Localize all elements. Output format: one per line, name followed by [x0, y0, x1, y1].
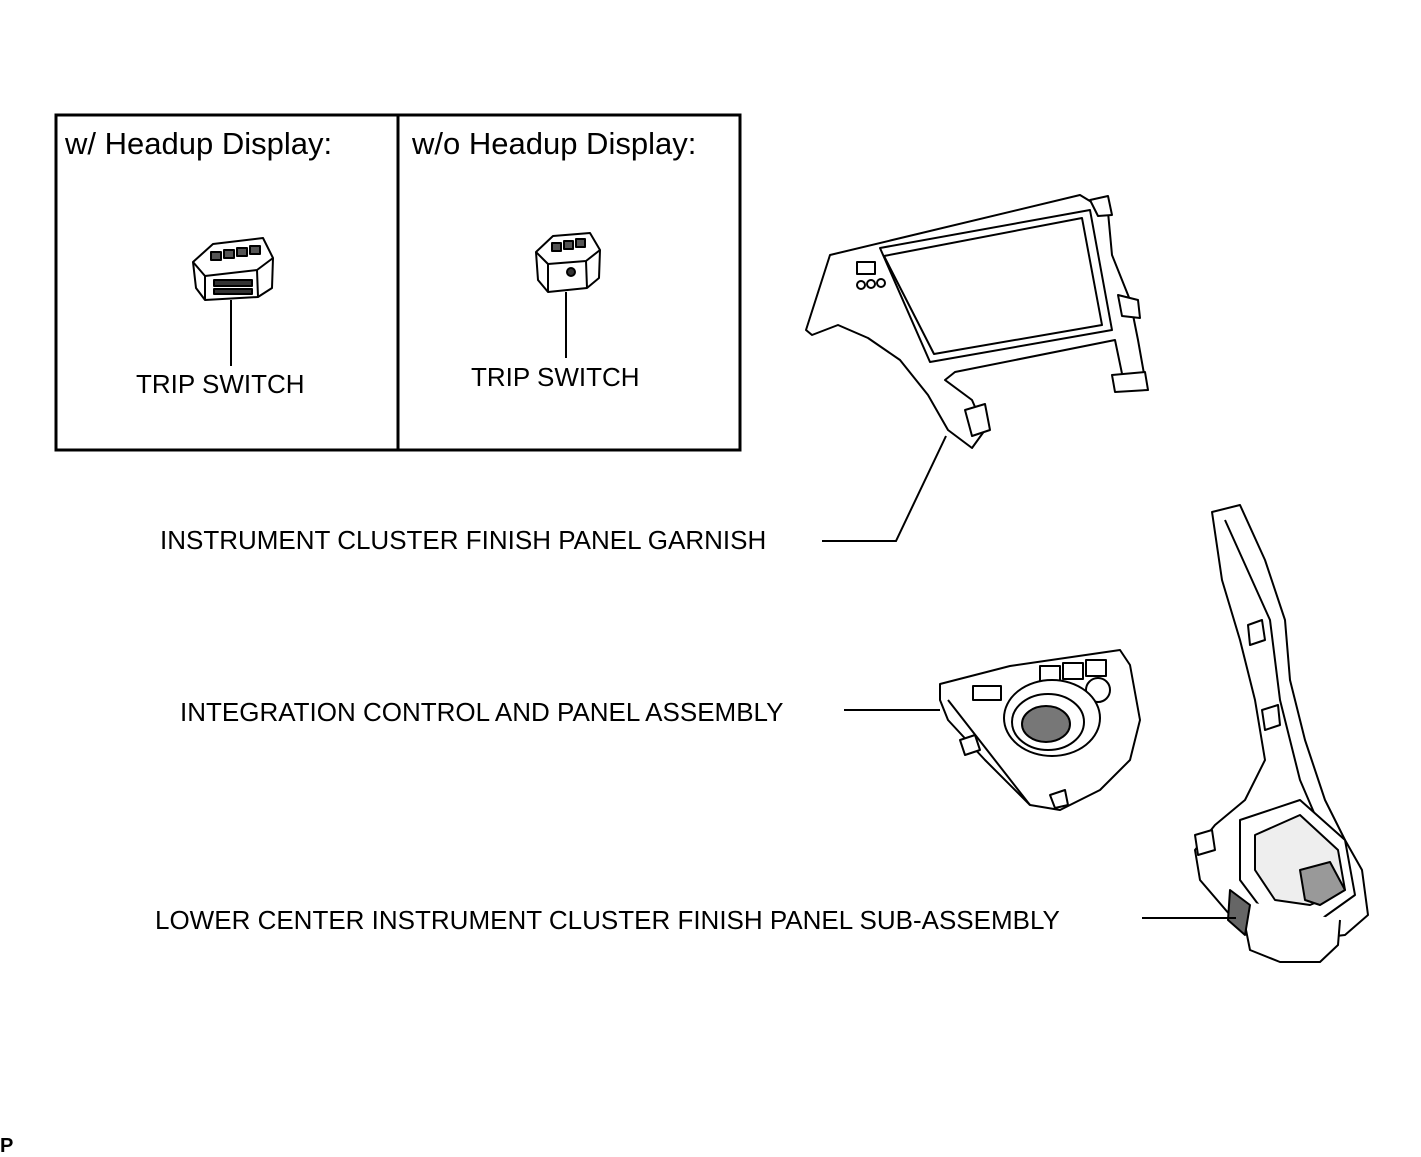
integration-control-panel-drawing [939, 649, 1141, 811]
with-hud-header: w/ Headup Display: [64, 126, 332, 161]
garnish-label: INSTRUMENT CLUSTER FINISH PANEL GARNISH [160, 525, 766, 555]
variant-inset: w/ Headup Display: w/o Headup Display: T… [54, 113, 742, 452]
lower-center-label: LOWER CENTER INSTRUMENT CLUSTER FINISH P… [155, 905, 1060, 935]
trip-switch-with-hud-drawing [192, 237, 274, 301]
without-hud-header: w/o Headup Display: [411, 126, 696, 161]
trip-switch-without-hud-drawing [535, 232, 601, 293]
trip-switch-with-hud-label: TRIP SWITCH [136, 369, 305, 399]
finish-panel-garnish-drawing [805, 194, 1149, 449]
corner-mark: P [0, 1135, 13, 1157]
lower-center-panel-drawing [1194, 504, 1369, 963]
garnish-leader [822, 435, 947, 542]
trip-switch-without-hud-label: TRIP SWITCH [471, 362, 640, 392]
integration-label: INTEGRATION CONTROL AND PANEL ASSEMBLY [180, 697, 783, 727]
